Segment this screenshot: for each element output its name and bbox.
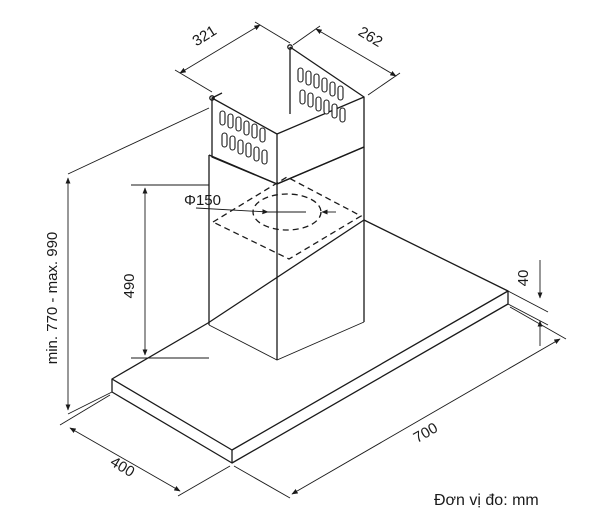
lower-chimney: [208, 146, 365, 361]
unit-note: Đơn vị đo: mm: [434, 492, 539, 509]
vent-slots-right: [297, 67, 346, 123]
label-chimney-depth: 262: [355, 23, 385, 50]
dim-canopy-depth: [59, 394, 231, 497]
dim-canopy-thickness: [507, 260, 549, 346]
label-canopy-depth: 400: [107, 453, 137, 480]
label-canopy-width: 700: [411, 419, 441, 446]
dim-duct-diameter: [195, 207, 336, 215]
dim-total-height: [65, 107, 210, 415]
duct-outline-hidden: [211, 176, 363, 260]
vent-slots-left: [219, 110, 268, 165]
dim-chimney-height: [131, 184, 209, 359]
label-chimney-width: 321: [189, 22, 219, 50]
dim-chimney-width: [174, 21, 291, 93]
dim-canopy-width: [233, 306, 567, 499]
canopy: [111, 219, 509, 464]
label-duct-diameter: Φ150: [184, 192, 221, 209]
label-total-height: min. 770 - max. 990: [44, 232, 61, 365]
upper-chimney: [209, 44, 365, 185]
label-canopy-thickness: 40: [515, 270, 532, 287]
dim-chimney-depth: [292, 25, 401, 96]
label-chimney-height: 490: [121, 273, 138, 298]
